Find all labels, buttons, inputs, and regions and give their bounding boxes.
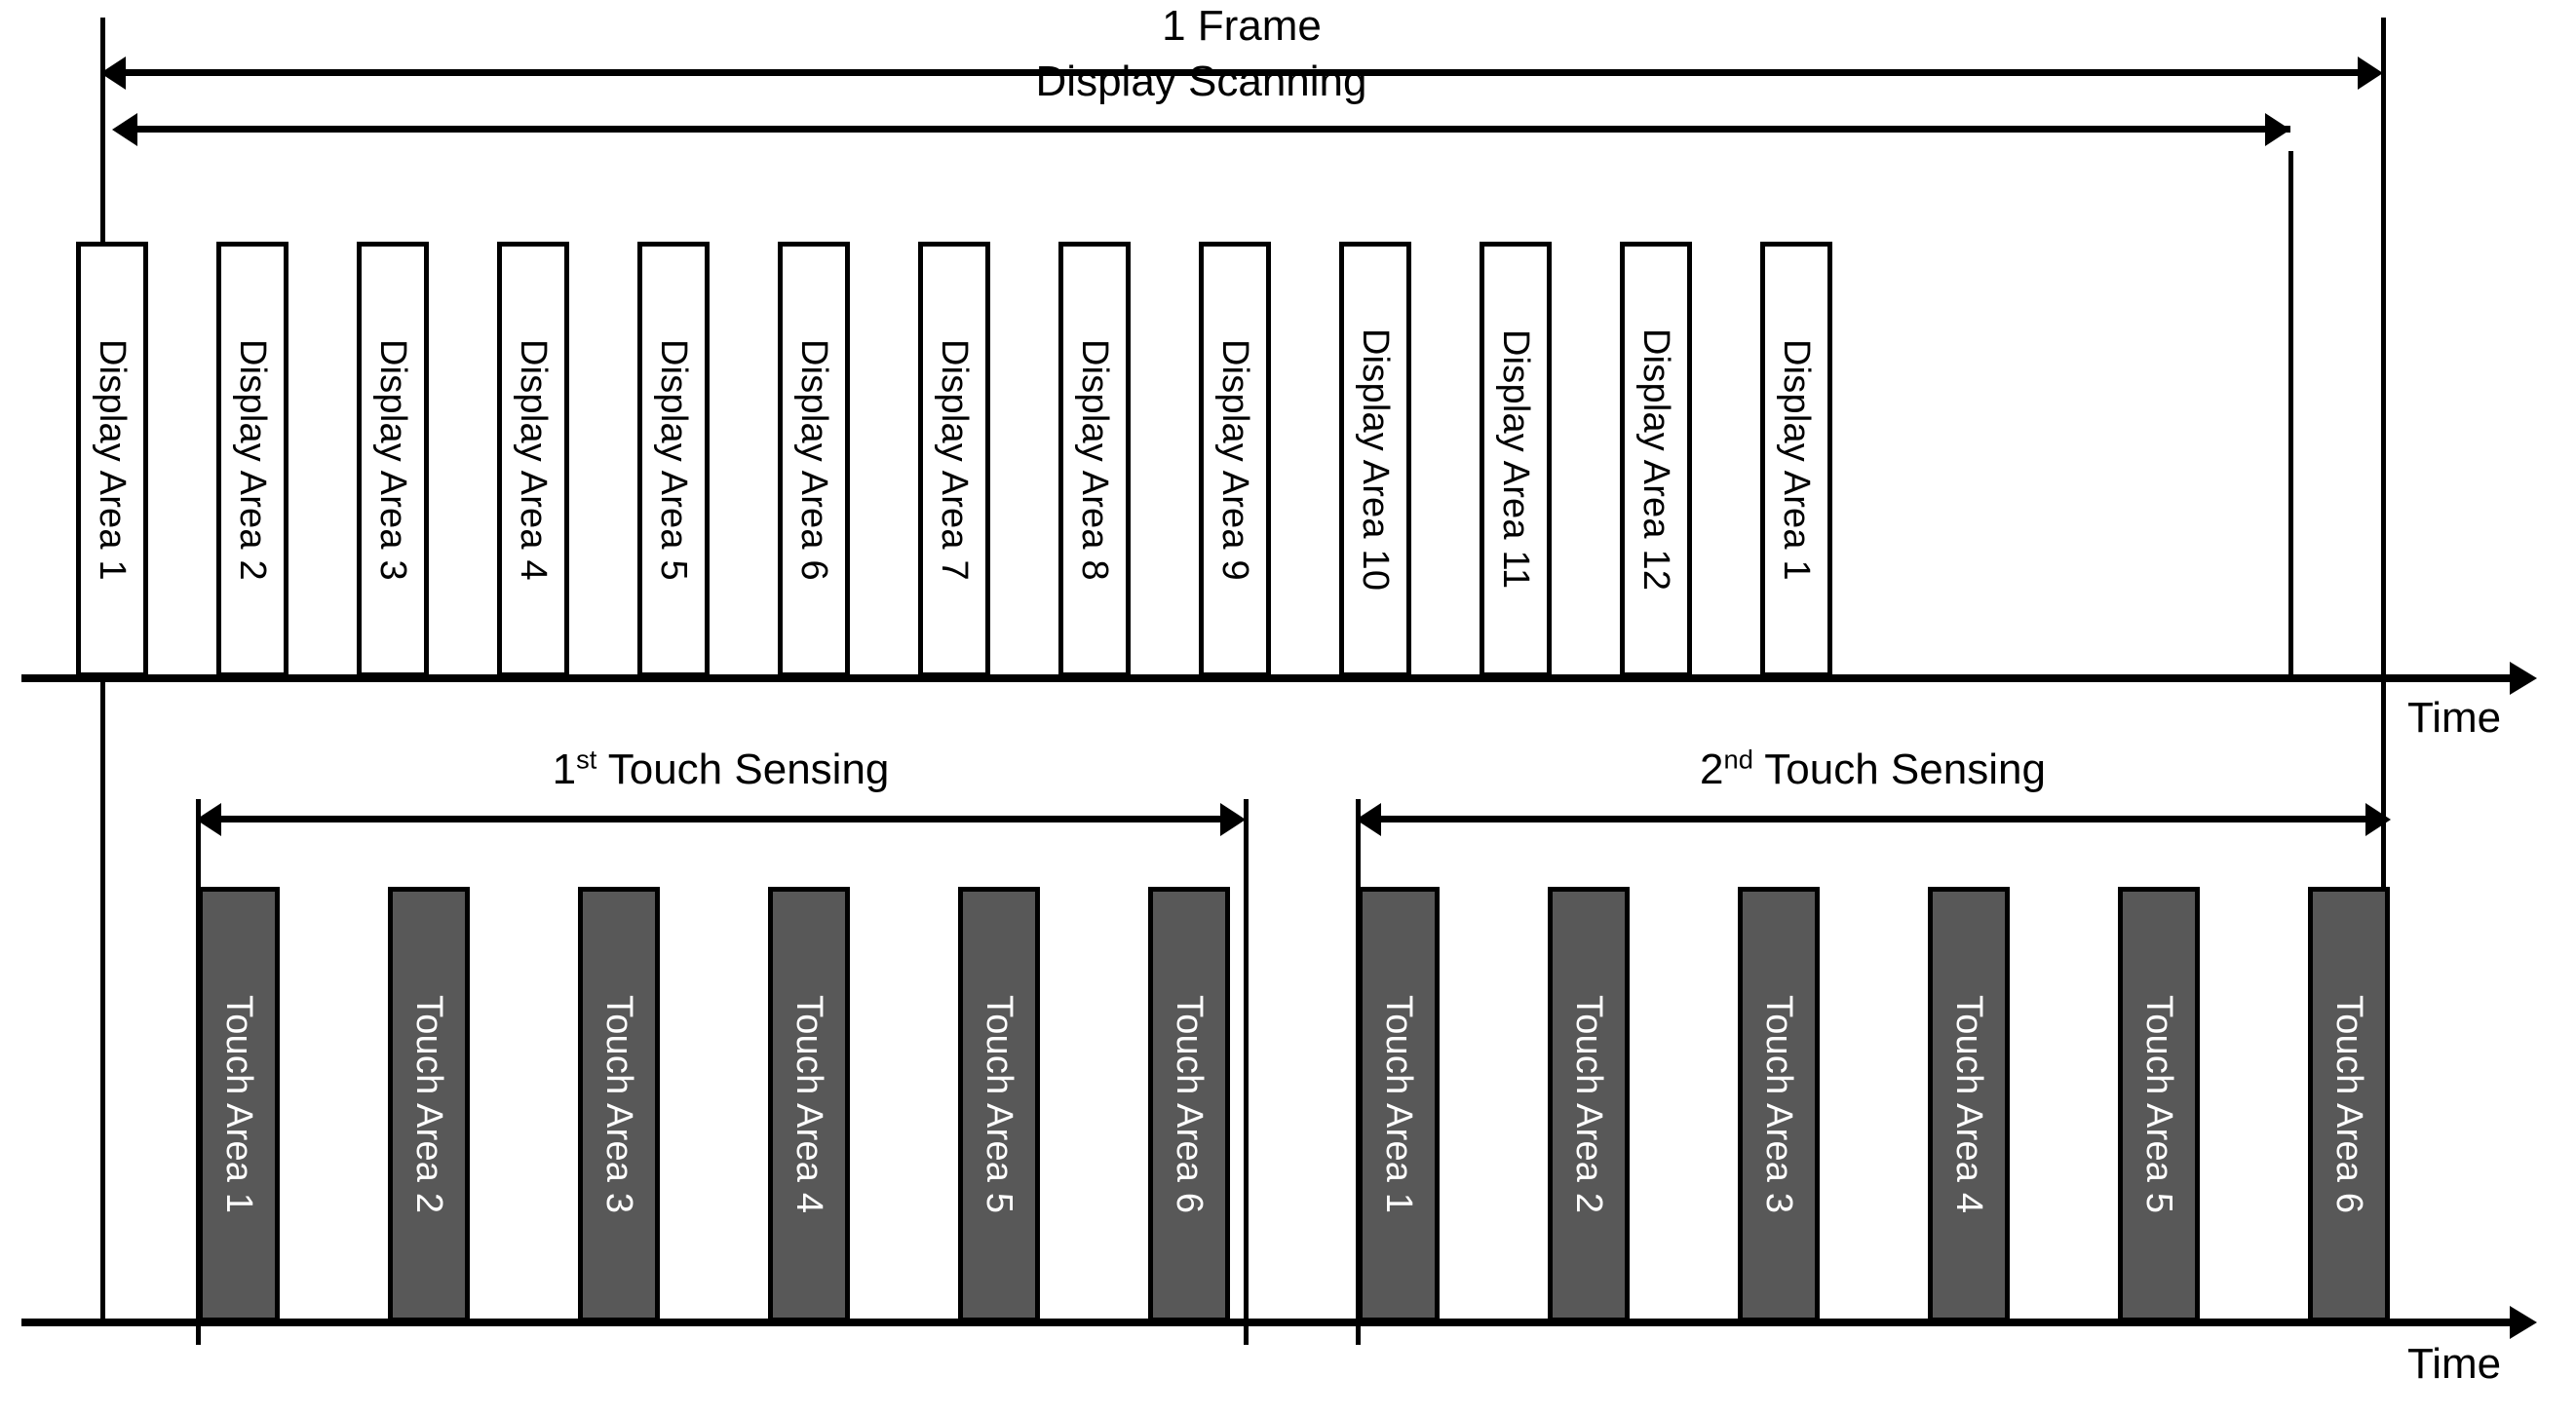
- display-area-box-7: Display Area 7: [918, 242, 990, 677]
- touch-area-box-7: Touch Area 1: [1358, 887, 1440, 1322]
- touch-time-axis-arrow-icon: [2510, 1306, 2537, 1339]
- touch-area-box-5: Touch Area 5: [958, 887, 1040, 1322]
- display-area-box-label: Display Area 10: [1355, 327, 1396, 592]
- display-time-axis-arrow-icon: [2510, 662, 2537, 695]
- guide-line-display-scanning-end: [2288, 151, 2293, 682]
- touch-area-box-label: Touch Area 6: [1169, 995, 1210, 1214]
- guide-line-frame-end: [2381, 18, 2386, 1322]
- display-time-axis: [21, 674, 2512, 682]
- frame-arrow-head-right: [2358, 57, 2383, 90]
- touch-area-box-label: Touch Area 4: [1948, 995, 1989, 1214]
- touch-area-box-label: Touch Area 3: [1758, 995, 1799, 1214]
- touch-sensing-1-prefix: 1: [552, 746, 577, 793]
- display-area-box-13: Display Area 1: [1760, 242, 1832, 677]
- touch-area-box-label: Touch Area 1: [1378, 995, 1419, 1214]
- display-area-box-4: Display Area 4: [497, 242, 569, 677]
- display-area-box-label: Display Area 2: [232, 338, 273, 581]
- touch-sensing-1-text: Touch Sensing: [596, 746, 890, 793]
- touch-sensing-2-arrow-line: [1365, 816, 2381, 822]
- touch-area-box-label: Touch Area 2: [408, 995, 449, 1214]
- touch-sensing-2-span-label: 2nd Touch Sensing: [1356, 746, 2390, 793]
- display-area-box-3: Display Area 3: [357, 242, 429, 677]
- display-area-box-label: Display Area 1: [92, 338, 133, 581]
- display-scanning-span-label: Display Scanning: [1035, 57, 1367, 105]
- touch-area-box-2: Touch Area 2: [388, 887, 470, 1322]
- touch-sensing-2-ordinal-suffix: nd: [1723, 744, 1753, 775]
- display-scanning-arrow-line: [121, 126, 2290, 133]
- display-area-box-label: Display Area 9: [1214, 338, 1255, 581]
- display-area-box-1: Display Area 1: [76, 242, 148, 677]
- display-area-box-11: Display Area 11: [1480, 242, 1552, 677]
- display-time-axis-label: Time: [2407, 694, 2502, 742]
- touch-area-box-label: Touch Area 6: [2328, 995, 2369, 1214]
- display-area-box-label: Display Area 5: [653, 338, 694, 581]
- touch-area-box-3: Touch Area 3: [578, 887, 660, 1322]
- display-area-box-label: Display Area 12: [1635, 327, 1676, 592]
- display-scanning-arrow-head-right: [2265, 113, 2290, 146]
- touch-area-box-label: Touch Area 5: [2138, 995, 2179, 1214]
- display-area-box-label: Display Area 4: [513, 338, 554, 581]
- touch-time-axis: [21, 1319, 2512, 1326]
- display-area-box-label: Display Area 11: [1495, 329, 1536, 590]
- display-area-box-label: Display Area 3: [372, 338, 413, 581]
- frame-span-label: 1 Frame: [1162, 2, 1322, 50]
- display-area-box-2: Display Area 2: [216, 242, 288, 677]
- touch-sensing-1-arrow-head-right: [1220, 803, 1246, 836]
- touch-sensing-1-span-label: 1st Touch Sensing: [196, 746, 1246, 793]
- touch-area-box-4: Touch Area 4: [768, 887, 850, 1322]
- touch-area-box-11: Touch Area 5: [2118, 887, 2200, 1322]
- touch-sensing-1-arrow-line: [205, 816, 1236, 822]
- touch-area-box-label: Touch Area 2: [1568, 995, 1609, 1214]
- touch-area-box-label: Touch Area 4: [788, 995, 829, 1214]
- display-area-box-8: Display Area 8: [1058, 242, 1131, 677]
- touch-area-box-9: Touch Area 3: [1738, 887, 1820, 1322]
- display-area-box-9: Display Area 9: [1199, 242, 1271, 677]
- touch-sensing-1-ordinal-suffix: st: [576, 744, 597, 775]
- touch-sensing-2-text: Touch Sensing: [1752, 746, 2046, 793]
- display-area-box-6: Display Area 6: [778, 242, 850, 677]
- display-area-box-label: Display Area 1: [1776, 338, 1817, 581]
- display-area-box-5: Display Area 5: [637, 242, 710, 677]
- touch-area-box-label: Touch Area 5: [979, 995, 1019, 1214]
- touch-sensing-2-prefix: 2: [1700, 746, 1724, 793]
- display-area-box-label: Display Area 6: [793, 338, 834, 581]
- touch-area-box-8: Touch Area 2: [1548, 887, 1630, 1322]
- guide-line-touch1-end: [1244, 799, 1249, 1345]
- touch-area-box-6: Touch Area 6: [1148, 887, 1230, 1322]
- touch-time-axis-label: Time: [2407, 1340, 2502, 1388]
- touch-area-box-1: Touch Area 1: [198, 887, 280, 1322]
- touch-area-box-label: Touch Area 3: [598, 995, 639, 1214]
- touch-area-box-10: Touch Area 4: [1928, 887, 2010, 1322]
- display-area-box-label: Display Area 7: [934, 338, 975, 581]
- touch-area-box-label: Touch Area 1: [218, 995, 259, 1214]
- touch-sensing-2-arrow-head-right: [2365, 803, 2391, 836]
- display-area-box-10: Display Area 10: [1339, 242, 1411, 677]
- touch-area-box-12: Touch Area 6: [2308, 887, 2390, 1322]
- display-area-box-label: Display Area 8: [1074, 338, 1115, 581]
- frame-arrow-line: [109, 69, 2376, 76]
- display-area-box-12: Display Area 12: [1620, 242, 1692, 677]
